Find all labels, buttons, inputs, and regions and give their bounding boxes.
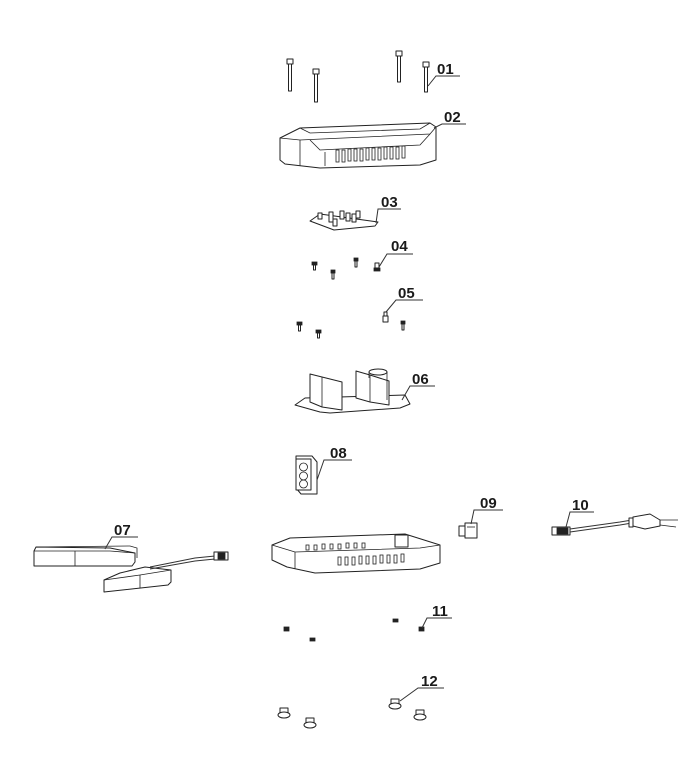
part-bottom-housing xyxy=(271,533,441,574)
foot-12-a xyxy=(277,707,291,719)
part-03-small-pcb xyxy=(309,210,379,231)
callout-09: 09 xyxy=(470,495,503,525)
screw-05-c xyxy=(382,311,389,323)
screw-01-a xyxy=(286,58,294,92)
screw-05-a xyxy=(296,321,303,332)
nut-11-b xyxy=(309,637,316,642)
part-12-feet xyxy=(277,698,427,729)
callout-07: 07 xyxy=(104,522,138,550)
part-06-main-pcb xyxy=(294,368,411,414)
callout-label-06: 06 xyxy=(412,371,429,388)
callout-label-11: 11 xyxy=(432,603,448,620)
screw-04-d xyxy=(373,262,381,272)
foot-12-b xyxy=(303,717,317,729)
callout-02: 02 xyxy=(433,109,466,129)
callout-04: 04 xyxy=(378,238,413,268)
callout-12: 12 xyxy=(399,673,444,702)
callout-06: 06 xyxy=(401,371,435,401)
screw-04-b xyxy=(330,269,336,280)
part-05-screws xyxy=(296,311,406,339)
nut-11-c xyxy=(392,618,399,623)
part-10-power-cord xyxy=(551,513,678,536)
callout-08: 08 xyxy=(316,445,352,481)
callout-03: 03 xyxy=(375,194,401,224)
screw-01-d xyxy=(422,61,430,93)
part-02-top-housing xyxy=(279,122,437,169)
foot-12-d xyxy=(413,709,427,721)
callout-label-09: 09 xyxy=(480,495,497,512)
callout-label-05: 05 xyxy=(398,285,415,302)
screw-04-a xyxy=(311,261,318,271)
part-04-screws xyxy=(311,257,381,280)
callout-label-12: 12 xyxy=(421,673,438,690)
base-slots xyxy=(305,542,405,566)
screw-05-b xyxy=(315,329,322,339)
callout-05: 05 xyxy=(385,285,423,313)
callout-10: 10 xyxy=(565,497,594,528)
vent-slots xyxy=(335,145,406,163)
nut-11-d xyxy=(418,626,425,632)
foot-12-c xyxy=(388,698,402,710)
callout-label-08: 08 xyxy=(330,445,347,462)
callout-label-04: 04 xyxy=(391,238,408,255)
callout-01: 01 xyxy=(427,61,460,87)
callout-label-02: 02 xyxy=(444,109,461,126)
part-08-fan xyxy=(295,455,318,495)
callout-label-10: 10 xyxy=(572,497,589,514)
part-11-nuts xyxy=(283,618,425,642)
part-01-screws xyxy=(286,50,430,103)
part-07-contacts-cable xyxy=(33,545,229,593)
screw-04-c xyxy=(353,257,359,268)
callout-label-07: 07 xyxy=(114,522,131,539)
part-09-connector xyxy=(458,522,478,539)
screw-05-d xyxy=(400,320,406,331)
screw-01-b xyxy=(312,68,320,103)
nut-11-a xyxy=(283,626,290,632)
screw-01-c xyxy=(395,50,403,83)
callout-11: 11 xyxy=(421,603,452,629)
callout-label-03: 03 xyxy=(381,194,398,211)
callout-label-01: 01 xyxy=(437,61,454,78)
